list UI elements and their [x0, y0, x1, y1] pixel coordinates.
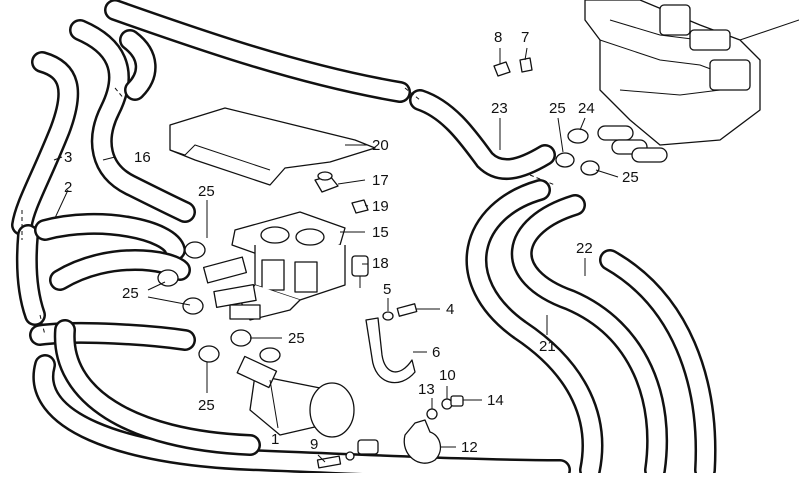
heater-assembly [584, 0, 799, 163]
callout-2: 2 [64, 179, 72, 196]
valve-stubs [202, 256, 261, 320]
callout-25a: 25 [198, 183, 215, 200]
hose-group [11, 0, 717, 478]
callout-25c: 25 [198, 397, 215, 414]
callout-6: 6 [432, 344, 440, 361]
callout-24: 24 [578, 100, 595, 117]
callout-23: 23 [491, 100, 508, 117]
callout-22: 22 [576, 240, 593, 257]
callout-10: 10 [439, 367, 456, 384]
callout-8: 8 [494, 29, 502, 46]
fittings [314, 57, 533, 469]
callout-25e: 25 [549, 100, 566, 117]
valve-block-15 [231, 211, 346, 321]
callout-7: 7 [521, 29, 529, 46]
callout-20: 20 [372, 137, 389, 154]
callout-18: 18 [372, 255, 389, 272]
callout-labels: 3 2 16 25 25 25 25 1 20 17 19 15 18 5 4 … [64, 29, 639, 456]
callout-4: 4 [446, 301, 454, 318]
callout-14: 14 [487, 392, 504, 409]
callout-19: 19 [372, 198, 389, 215]
callout-12: 12 [461, 439, 478, 456]
pump-1 [236, 347, 355, 438]
callout-1: 1 [271, 431, 279, 448]
callout-15: 15 [372, 224, 389, 241]
callout-25f: 25 [622, 169, 639, 186]
callout-25d: 25 [288, 330, 305, 347]
clamps-25 [157, 128, 600, 363]
leader-lines [53, 47, 619, 463]
callout-25b: 25 [122, 285, 139, 302]
dashed-guides [21, 87, 556, 336]
callout-13: 13 [418, 381, 435, 398]
callout-21: 21 [539, 338, 556, 355]
cover-20 [169, 107, 376, 186]
callout-5: 5 [383, 281, 391, 298]
callout-3: 3 [64, 149, 72, 166]
callout-9: 9 [310, 436, 318, 453]
callout-17: 17 [372, 172, 389, 189]
callout-16: 16 [134, 149, 151, 166]
